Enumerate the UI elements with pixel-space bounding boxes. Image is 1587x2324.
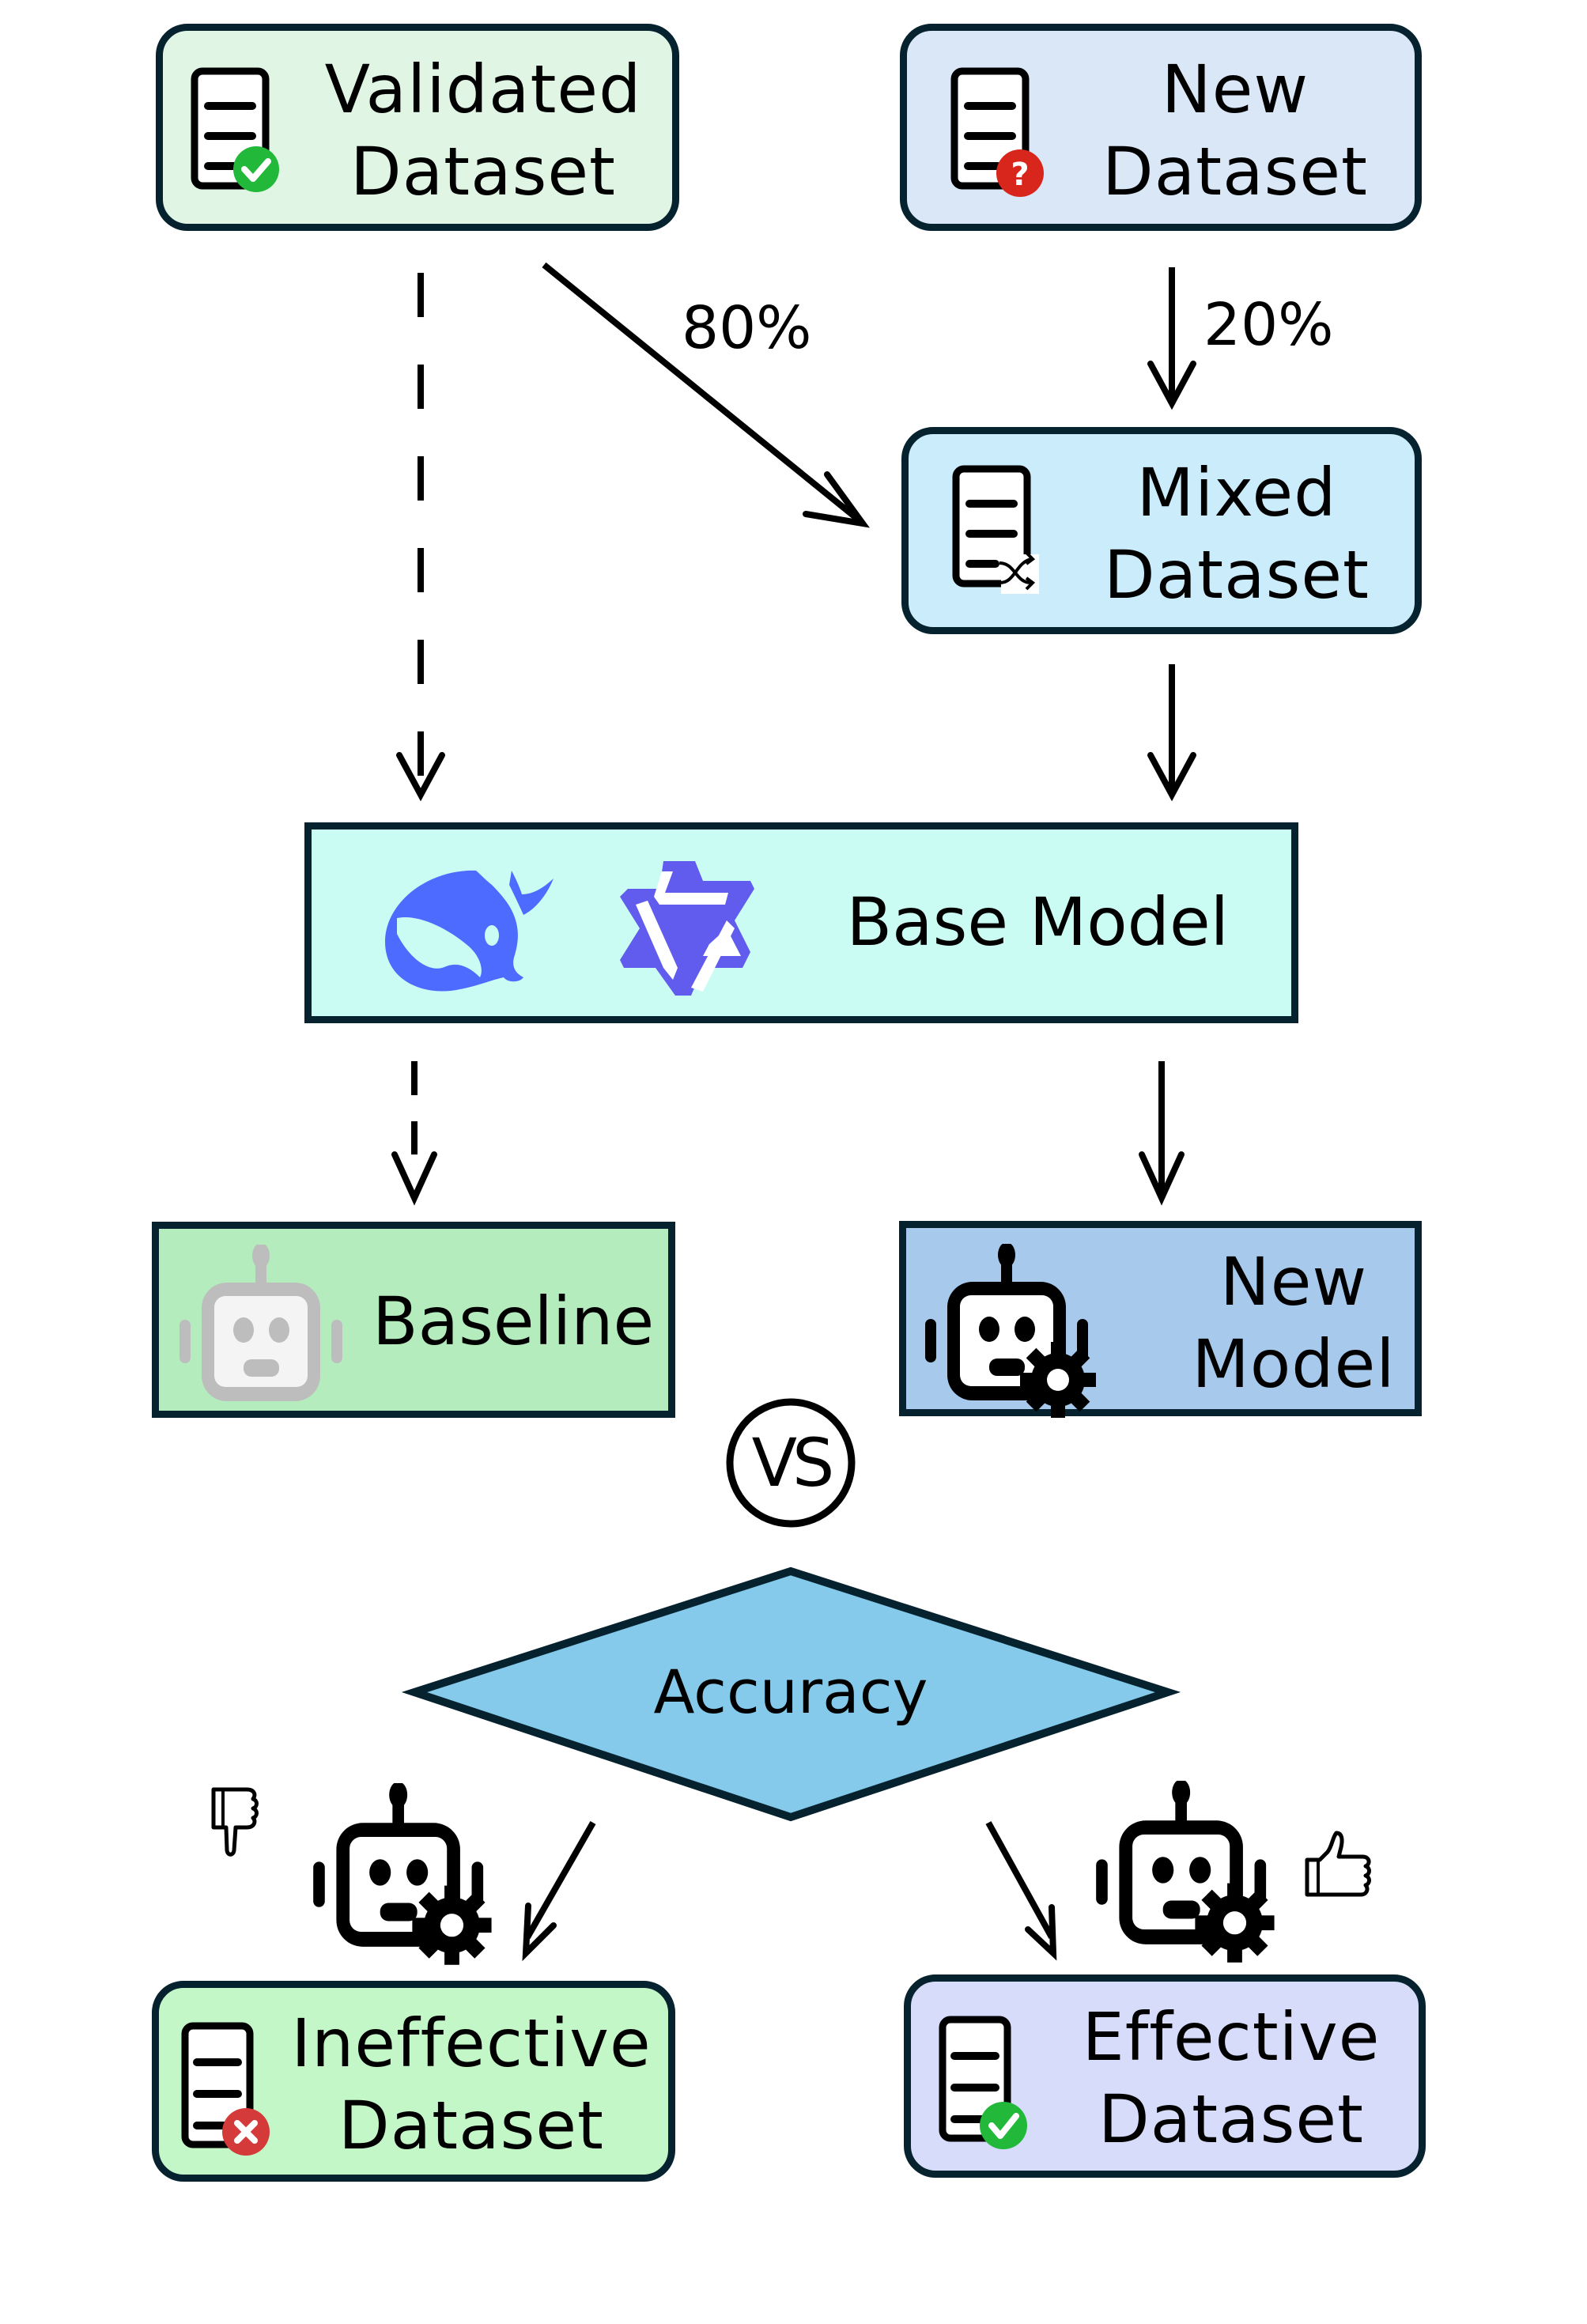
arrow-accuracy-to-effective <box>985 1821 1057 1961</box>
new-dataset-node: ? New Dataset <box>900 24 1422 231</box>
ineffective-title-line1: Ineffective <box>291 2005 652 2082</box>
arrow-new-to-mixed <box>1147 267 1196 410</box>
ineffective-dataset-node: Ineffective Dataset <box>152 1981 675 2182</box>
arrow-base-to-new-model <box>1139 1061 1185 1206</box>
document-question-icon: ? <box>950 67 1044 197</box>
arrow-accuracy-to-ineffective <box>522 1821 596 1962</box>
arrow-validated-to-mixed <box>542 262 870 528</box>
edge-label-80-percent: 80% <box>682 294 812 362</box>
effective-title-line2: Dataset <box>1098 2080 1364 2158</box>
baseline-node: Baseline <box>152 1222 675 1418</box>
validated-title-line2: Dataset <box>350 133 616 210</box>
new-model-title-line2: Model <box>1192 1325 1396 1403</box>
new-model-node: New Model <box>899 1221 1422 1418</box>
accuracy-decision-node <box>401 1566 1181 1822</box>
new-dataset-title-line1: New <box>1161 51 1309 128</box>
mixed-dataset-node: Mixed Dataset <box>901 427 1422 634</box>
thumbs-down-icon <box>211 1787 259 1857</box>
effective-dataset-node: Effective Dataset <box>904 1974 1426 2178</box>
robot-gear-icon-ineffective <box>313 1783 492 1965</box>
document-check-icon <box>191 67 279 192</box>
arrow-validated-to-base <box>396 273 445 802</box>
edge-label-20-percent: 20% <box>1203 291 1334 359</box>
mixed-title-line1: Mixed <box>1136 454 1337 531</box>
document-check-icon <box>939 2016 1027 2149</box>
arrow-base-to-baseline <box>391 1061 437 1206</box>
qwen-star-logo <box>620 861 754 996</box>
document-cross-icon <box>181 2022 270 2156</box>
robot-gear-icon-effective <box>1096 1781 1275 1963</box>
thumbs-up-icon <box>1305 1831 1371 1897</box>
robot-baseline-icon <box>179 1245 342 1401</box>
mixed-title-line2: Dataset <box>1104 536 1370 614</box>
robot-gear-icon <box>925 1244 1096 1418</box>
new-model-title-line1: New <box>1219 1243 1368 1321</box>
accuracy-label: Accuracy <box>653 1657 928 1727</box>
base-model-node: Base Model <box>304 822 1298 1023</box>
validated-title-line1: Validated <box>324 51 642 128</box>
document-shuffle-icon <box>952 465 1039 594</box>
svg-text:?: ? <box>1011 157 1029 193</box>
base-model-label: Base Model <box>846 883 1229 961</box>
arrow-mixed-to-base <box>1147 664 1196 802</box>
vs-icon <box>726 1398 856 1528</box>
validated-dataset-node: Validated Dataset <box>156 24 679 231</box>
vs-label: VS <box>751 1424 835 1502</box>
effective-title-line1: Effective <box>1082 1998 1381 2076</box>
new-dataset-title-line2: Dataset <box>1102 133 1368 210</box>
ineffective-title-line2: Dataset <box>338 2087 604 2164</box>
baseline-label: Baseline <box>372 1283 655 1360</box>
deepseek-whale-logo <box>385 870 554 992</box>
